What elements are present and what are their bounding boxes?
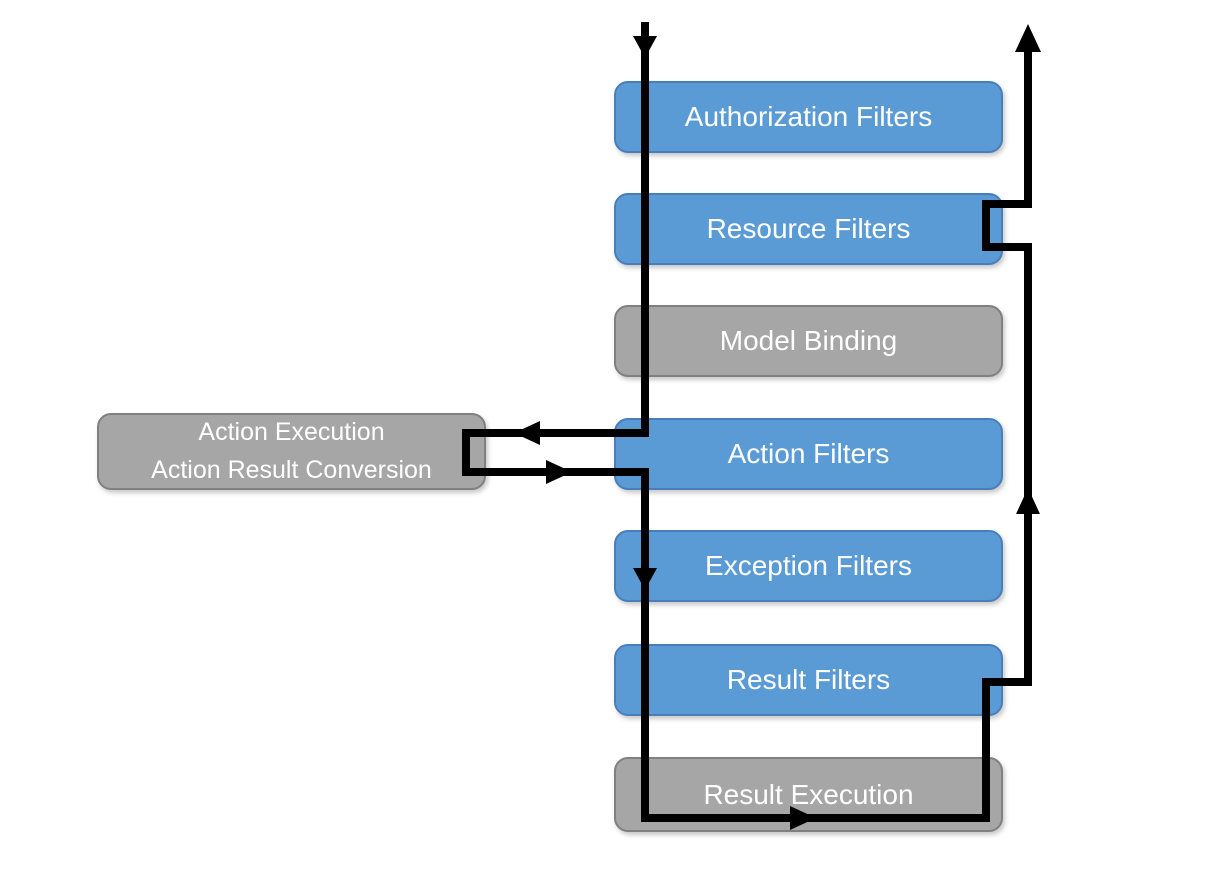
arrowhead-left-to-action-execution-icon — [514, 421, 540, 445]
node-result-execution: Result Execution — [614, 757, 1003, 832]
arrowhead-up-top-right-icon — [1015, 24, 1041, 52]
node-action-execution: Action Execution Action Result Conversio… — [97, 413, 486, 490]
node-authorization-filters: Authorization Filters — [614, 81, 1003, 153]
node-action-filters: Action Filters — [614, 418, 1003, 490]
node-result-filters: Result Filters — [614, 644, 1003, 716]
arrowhead-up-mid-right-icon — [1016, 488, 1040, 514]
arrowhead-right-from-action-execution-icon — [546, 460, 572, 484]
node-exception-filters: Exception Filters — [614, 530, 1003, 602]
action-execution-line1: Action Execution — [198, 418, 385, 446]
arrowhead-down-top-icon — [633, 36, 657, 58]
node-model-binding: Model Binding — [614, 305, 1003, 377]
action-execution-line2: Action Result Conversion — [151, 455, 432, 484]
node-resource-filters: Resource Filters — [614, 193, 1003, 265]
